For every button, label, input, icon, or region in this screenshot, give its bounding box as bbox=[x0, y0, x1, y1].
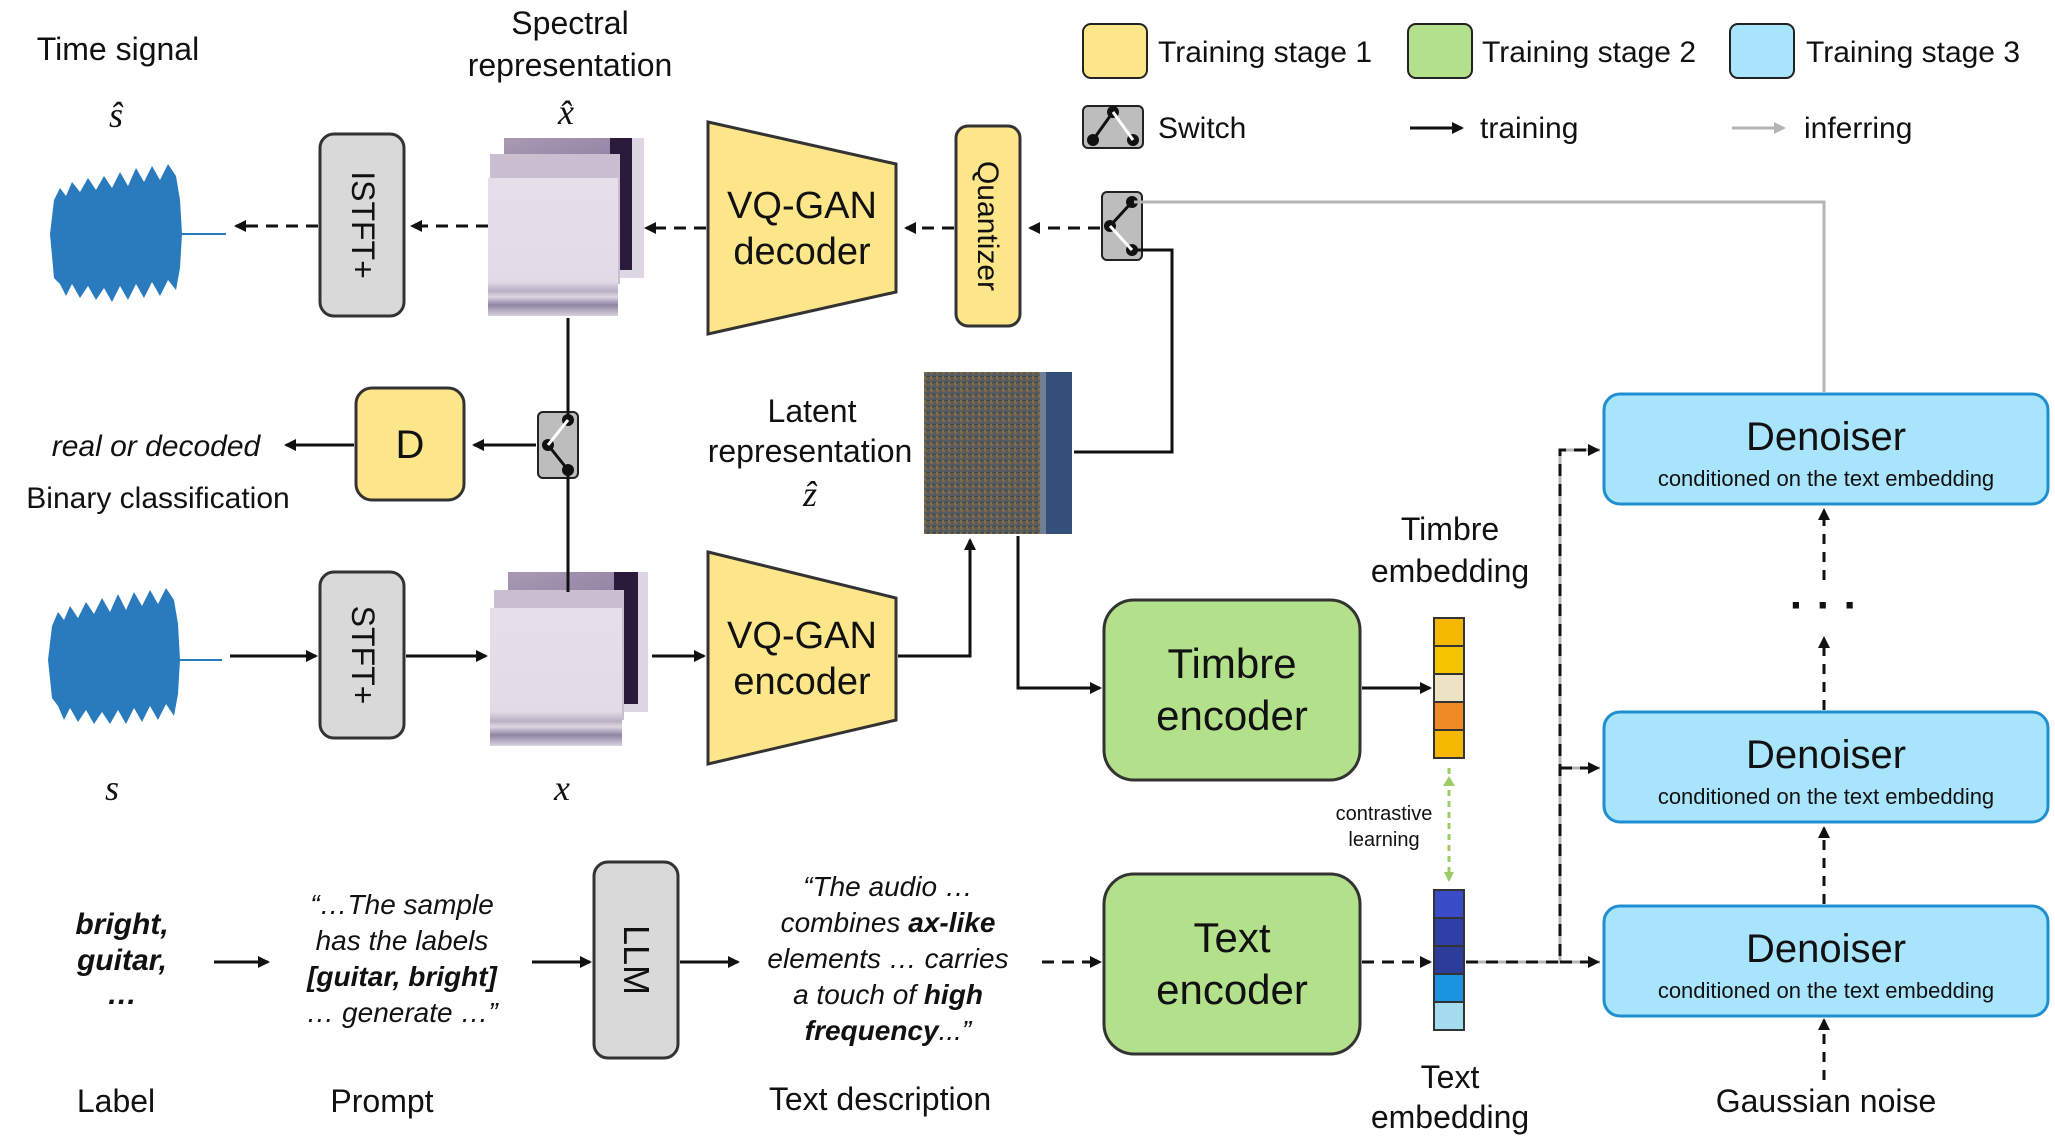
legend-switch-icon bbox=[1082, 105, 1144, 149]
svg-text:encoder: encoder bbox=[1156, 692, 1308, 739]
description-line4: a touch of high bbox=[793, 979, 983, 1010]
svg-text:decoder: decoder bbox=[733, 231, 871, 273]
denoiser-stack-ellipsis: · · · bbox=[1790, 581, 1858, 630]
text-embedding-vector bbox=[1433, 889, 1465, 1031]
s-hat-symbol: ŝ bbox=[109, 95, 124, 135]
z-hat-symbol: ẑ bbox=[802, 474, 818, 514]
timbre-encoder-block: Timbre encoder bbox=[1102, 598, 1362, 782]
s-symbol: s bbox=[105, 768, 119, 808]
text-embedding-label-line2: embedding bbox=[1371, 1099, 1529, 1135]
stft-block: STFT+ bbox=[318, 570, 406, 740]
legend-stage2-label: Training stage 2 bbox=[1482, 36, 1696, 69]
latent-representation-image bbox=[924, 372, 1072, 534]
contrastive-label-line2: learning bbox=[1348, 829, 1419, 851]
description-line2: combines ax-like bbox=[781, 907, 996, 938]
label-caption: Label bbox=[77, 1083, 155, 1119]
x-hat-symbol: x̂ bbox=[557, 92, 574, 132]
label-words-line3: … bbox=[107, 978, 137, 1011]
text-description-caption: Text description bbox=[769, 1081, 991, 1117]
vq-gan-decoder: VQ-GAN decoder bbox=[706, 120, 898, 336]
istft-block: ISTFT+ bbox=[318, 132, 406, 318]
discriminator-block: D bbox=[354, 386, 466, 502]
time-signal-label: Time signal bbox=[37, 31, 199, 67]
input-waveform bbox=[48, 588, 222, 724]
svg-text:VQ-GAN: VQ-GAN bbox=[727, 615, 877, 657]
svg-text:encoder: encoder bbox=[733, 661, 871, 703]
svg-text:Denoiser: Denoiser bbox=[1746, 927, 1906, 971]
input-spectrogram bbox=[490, 572, 648, 746]
svg-text:Text: Text bbox=[1193, 914, 1270, 961]
llm-block: LLM bbox=[592, 860, 680, 1060]
text-encoder-block: Text encoder bbox=[1102, 872, 1362, 1056]
prompt-line2: has the labels bbox=[316, 925, 489, 956]
legend-inferring-label: inferring bbox=[1804, 112, 1912, 145]
quantizer-block: Quantizer bbox=[954, 124, 1022, 328]
svg-text:LLM: LLM bbox=[616, 925, 657, 995]
description-line5: frequency...” bbox=[805, 1015, 973, 1046]
svg-text:Denoiser: Denoiser bbox=[1746, 733, 1906, 777]
prompt-caption: Prompt bbox=[330, 1083, 433, 1119]
svg-text:conditioned on the text embedd: conditioned on the text embedding bbox=[1658, 466, 1994, 491]
vq-gan-encoder: VQ-GAN encoder bbox=[706, 550, 898, 766]
denoiser-top: Denoiser conditioned on the text embeddi… bbox=[1602, 392, 2050, 506]
binary-classification-label: Binary classification bbox=[26, 482, 289, 515]
legend-stage3-swatch bbox=[1729, 23, 1795, 79]
spectral-label-line1: Spectral bbox=[511, 5, 628, 41]
svg-text:VQ-GAN: VQ-GAN bbox=[727, 185, 877, 227]
text-embedding-label-line1: Text bbox=[1421, 1059, 1480, 1095]
real-or-decoded-label: real or decoded bbox=[52, 430, 262, 463]
legend-stage1-swatch bbox=[1082, 23, 1148, 79]
legend-stage3-label: Training stage 3 bbox=[1806, 36, 2020, 69]
latent-label-line1: Latent bbox=[768, 393, 857, 429]
svg-text:Timbre: Timbre bbox=[1167, 640, 1296, 687]
gaussian-noise-label: Gaussian noise bbox=[1716, 1083, 1937, 1119]
svg-text:D: D bbox=[396, 423, 425, 467]
legend: Training stage 1 Training stage 2 Traini… bbox=[1082, 23, 2020, 149]
label-words-line1: bright, bbox=[75, 908, 168, 941]
svg-text:ISTFT+: ISTFT+ bbox=[345, 171, 381, 279]
contrastive-label-line1: contrastive bbox=[1336, 803, 1433, 825]
denoiser-middle: Denoiser conditioned on the text embeddi… bbox=[1602, 710, 2050, 824]
svg-text:STFT+: STFT+ bbox=[345, 606, 381, 705]
latent-label-line2: representation bbox=[708, 433, 913, 469]
prompt-line4: … generate …” bbox=[306, 997, 499, 1028]
label-words-line2: guitar, bbox=[76, 944, 167, 977]
legend-training-label: training bbox=[1480, 112, 1578, 145]
legend-stage1-label: Training stage 1 bbox=[1158, 36, 1372, 69]
timbre-embedding-label-line2: embedding bbox=[1371, 553, 1529, 589]
switch-icon-top bbox=[1101, 191, 1143, 261]
svg-text:encoder: encoder bbox=[1156, 966, 1308, 1013]
x-symbol: x bbox=[553, 768, 570, 808]
timbre-embedding-vector bbox=[1433, 617, 1465, 759]
description-line3: elements … carries bbox=[767, 943, 1008, 974]
prompt-line3: [guitar, bright] bbox=[306, 961, 498, 992]
svg-text:conditioned on the text embedd: conditioned on the text embedding bbox=[1658, 784, 1994, 809]
legend-switch-label: Switch bbox=[1158, 112, 1246, 145]
denoiser-bottom: Denoiser conditioned on the text embeddi… bbox=[1602, 904, 2050, 1018]
prompt-line1: “…The sample bbox=[310, 889, 494, 920]
output-spectrogram bbox=[488, 138, 644, 316]
spectral-label-line2: representation bbox=[468, 47, 673, 83]
svg-text:conditioned on the text embedd: conditioned on the text embedding bbox=[1658, 978, 1994, 1003]
timbre-embedding-label-line1: Timbre bbox=[1401, 511, 1499, 547]
output-waveform bbox=[50, 164, 226, 302]
connectors bbox=[214, 200, 1830, 1080]
description-line1: “The audio … bbox=[803, 871, 973, 902]
svg-text:Denoiser: Denoiser bbox=[1746, 415, 1906, 459]
switch-icon-mid bbox=[537, 411, 579, 479]
svg-text:Quantizer: Quantizer bbox=[971, 161, 1004, 291]
legend-stage2-swatch bbox=[1407, 23, 1473, 79]
